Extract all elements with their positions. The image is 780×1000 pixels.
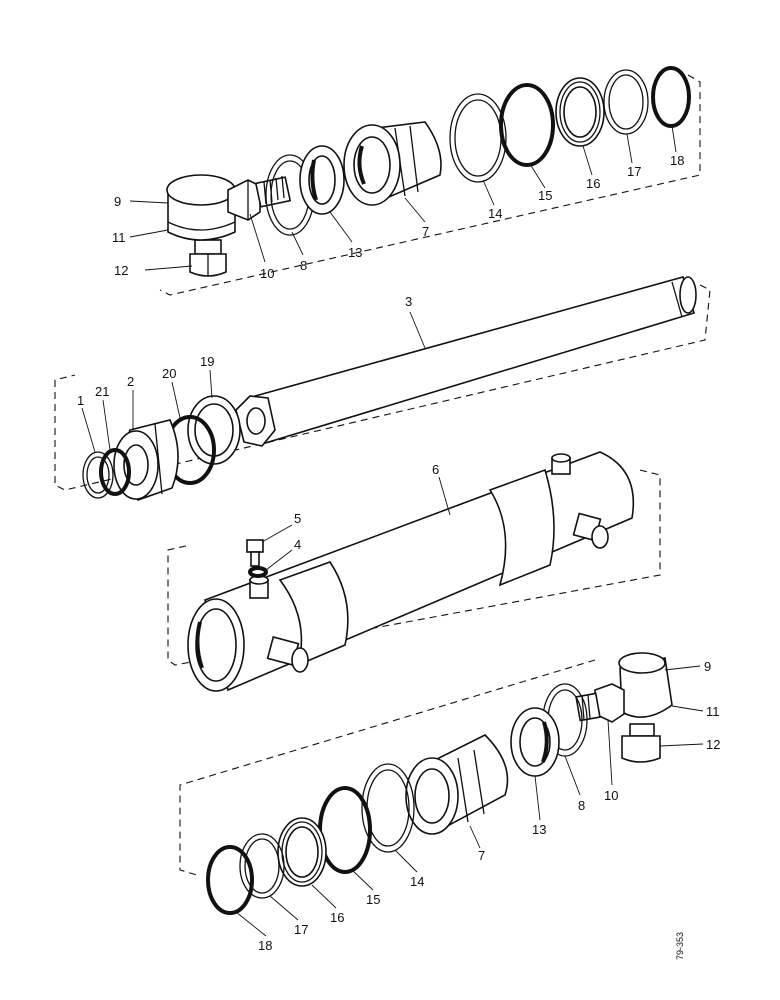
label-10-top: 10 xyxy=(260,266,274,281)
port-rear xyxy=(572,512,609,549)
label-4: 4 xyxy=(294,537,301,552)
part-18-oring-bottom xyxy=(206,845,254,915)
part-12-nut-top xyxy=(189,239,227,277)
part-14-ring-top xyxy=(449,93,507,183)
labels-barrel: 6 5 4 xyxy=(294,462,439,552)
label-3: 3 xyxy=(405,294,412,309)
label-13-top: 13 xyxy=(348,245,362,260)
label-11-top: 11 xyxy=(112,230,126,245)
label-2: 2 xyxy=(127,374,134,389)
bottom-assembly xyxy=(206,652,673,915)
part-13-bush-top xyxy=(299,145,345,215)
rod-assembly xyxy=(82,276,697,501)
part-17-ring-top xyxy=(603,69,649,135)
label-9-bottom: 9 xyxy=(704,659,711,674)
barrel-assembly xyxy=(187,451,635,692)
label-11-bottom: 11 xyxy=(706,704,720,719)
label-10-bottom: 10 xyxy=(604,788,618,803)
label-18-top: 18 xyxy=(670,153,684,168)
figure-reference: 79-353 xyxy=(675,932,685,960)
part-17-ring-bottom xyxy=(239,833,285,899)
label-17-top: 17 xyxy=(627,164,641,179)
labels-rod: 3 1 21 2 20 19 xyxy=(77,294,412,408)
top-assembly xyxy=(166,66,691,277)
label-12-top: 12 xyxy=(114,263,128,278)
label-1: 1 xyxy=(77,393,84,408)
part-7-gland-bottom xyxy=(405,734,509,835)
label-16-top: 16 xyxy=(586,176,600,191)
label-6: 6 xyxy=(432,462,439,477)
part-10-hexnut-top xyxy=(227,179,261,221)
boundary-barrel xyxy=(167,469,661,666)
label-19: 19 xyxy=(200,354,214,369)
part-15-oring-bottom xyxy=(318,786,372,874)
label-8-bottom: 8 xyxy=(578,798,585,813)
label-14-top: 14 xyxy=(488,206,502,221)
label-12-bottom: 12 xyxy=(706,737,720,752)
part-9-eye-bottom xyxy=(618,652,673,718)
part-3-piston-rod xyxy=(235,276,697,447)
part-15-oring-top xyxy=(499,83,555,167)
boundary-top xyxy=(159,74,701,296)
label-5: 5 xyxy=(294,511,301,526)
part-13-bush-bottom xyxy=(510,707,560,777)
part-6-barrel xyxy=(187,451,635,692)
part-5-screw xyxy=(246,539,264,567)
bleed-boss-front xyxy=(249,575,269,599)
part-18-oring-top xyxy=(651,66,691,128)
label-15-top: 15 xyxy=(538,188,552,203)
part-7-gland-top xyxy=(343,121,442,206)
label-17-bottom: 17 xyxy=(294,922,308,937)
label-21: 21 xyxy=(95,384,109,399)
label-7-bottom: 7 xyxy=(478,848,485,863)
label-13-bottom: 13 xyxy=(532,822,546,837)
label-7-top: 7 xyxy=(422,224,429,239)
label-14-bottom: 14 xyxy=(410,874,424,889)
part-9-eye-top xyxy=(166,174,236,241)
threaded-stud-bottom xyxy=(575,692,601,722)
label-8-top: 8 xyxy=(300,258,307,273)
boundary-bottom xyxy=(179,659,596,877)
bleed-boss-rear xyxy=(551,453,571,475)
part-21-oring xyxy=(99,448,131,496)
part-16-seal-top xyxy=(555,77,605,147)
labels-bottom: 9 11 12 10 8 13 7 14 15 16 17 18 xyxy=(258,659,720,953)
label-15-bottom: 15 xyxy=(366,892,380,907)
label-18-bottom: 18 xyxy=(258,938,272,953)
boundary-rod xyxy=(54,284,711,491)
label-16-bottom: 16 xyxy=(330,910,344,925)
port-front xyxy=(266,636,309,673)
label-20: 20 xyxy=(162,366,176,381)
part-19-ring xyxy=(187,395,241,465)
labels-top: 9 11 12 10 8 13 7 14 15 16 17 18 xyxy=(112,153,684,281)
leader-lines xyxy=(81,125,704,937)
part-1-circlip xyxy=(82,451,114,499)
label-9-top: 9 xyxy=(114,194,121,209)
part-16-seal-bottom xyxy=(277,817,327,887)
part-12-nut-bottom xyxy=(621,723,661,763)
part-4-washer xyxy=(248,566,268,578)
